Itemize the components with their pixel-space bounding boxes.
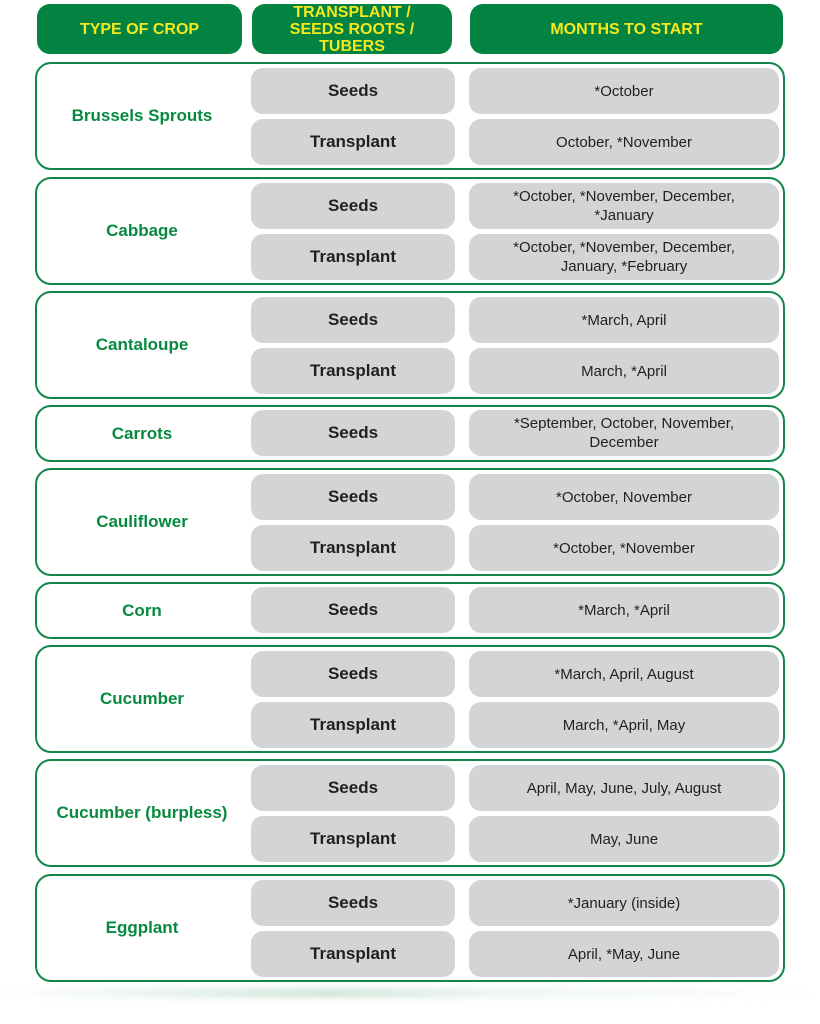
crop-group-corn: Corn Seeds *March, *April	[35, 582, 785, 639]
crop-name: Eggplant	[105, 918, 179, 937]
crop-group-cabbage: Cabbage Seeds *October, *November, Decem…	[35, 177, 785, 285]
table-row: Seeds *March, *April	[37, 587, 783, 634]
months-to-start: March, *April, May	[469, 702, 779, 748]
planting-type: Seeds	[251, 410, 455, 456]
header-transplant-seeds-label: TRANSPLANT / SEEDS ROOTS / TUBERS	[289, 3, 415, 55]
header-type-of-crop: TYPE OF CROP	[37, 4, 242, 54]
bottom-fade-decoration	[0, 988, 820, 998]
table-header: TYPE OF CROP TRANSPLANT / SEEDS ROOTS / …	[37, 3, 783, 55]
crop-group-cucumber: Cucumber Seeds *March, April, August Tra…	[35, 645, 785, 753]
crop-name: Cabbage	[106, 221, 178, 240]
crop-group-carrots: Carrots Seeds *September, October, Novem…	[35, 405, 785, 462]
table-row: Transplant *October, *November, December…	[37, 234, 783, 281]
planting-type: Seeds	[251, 297, 455, 343]
planting-type: Seeds	[251, 880, 455, 926]
months-to-start: *October, November	[469, 474, 779, 520]
table-row: Seeds *September, October, November, Dec…	[37, 410, 783, 457]
crop-group-brussels-sprouts: Brussels Sprouts Seeds *October Transpla…	[35, 62, 785, 170]
crop-name: Brussels Sprouts	[71, 106, 213, 125]
months-to-start: *March, *April	[469, 587, 779, 633]
planting-type: Seeds	[251, 183, 455, 229]
table-row: Seeds *January (inside)	[37, 880, 783, 927]
planting-type: Transplant	[251, 234, 455, 280]
crop-name: Cucumber (burpless)	[56, 803, 228, 822]
planting-type: Seeds	[251, 68, 455, 114]
planting-type: Transplant	[251, 931, 455, 977]
table-row: Transplant March, *April	[37, 348, 783, 395]
months-to-start: *March, April	[469, 297, 779, 343]
months-to-start: *October, *November, December, January, …	[469, 234, 779, 280]
crop-name: Corn	[122, 600, 162, 620]
crop-group-cantaloupe: Cantaloupe Seeds *March, April Transplan…	[35, 291, 785, 399]
crop-name: Cauliflower	[96, 512, 188, 531]
planting-type: Transplant	[251, 702, 455, 748]
months-to-start: *March, April, August	[469, 651, 779, 697]
months-to-start: *January (inside)	[469, 880, 779, 926]
months-to-start: May, June	[469, 816, 779, 862]
planting-type: Transplant	[251, 119, 455, 165]
planting-type: Seeds	[251, 474, 455, 520]
planting-type: Transplant	[251, 525, 455, 571]
header-transplant-seeds: TRANSPLANT / SEEDS ROOTS / TUBERS	[252, 3, 452, 55]
table-row: Transplant *October, *November	[37, 525, 783, 572]
table-row: Transplant May, June	[37, 816, 783, 863]
table-row: Transplant March, *April, May	[37, 702, 783, 749]
table-row: Seeds April, May, June, July, August	[37, 765, 783, 812]
planting-type: Seeds	[251, 587, 455, 633]
crop-group-eggplant: Eggplant Seeds *January (inside) Transpl…	[35, 874, 785, 982]
crop-group-cauliflower: Cauliflower Seeds *October, November Tra…	[35, 468, 785, 576]
months-to-start: March, *April	[469, 348, 779, 394]
table-row: Seeds *October, November	[37, 474, 783, 521]
table-row: Seeds *October, *November, December, *Ja…	[37, 183, 783, 230]
months-to-start: *October, *November, December, *January	[469, 183, 779, 229]
planting-type: Seeds	[251, 651, 455, 697]
months-to-start: *September, October, November, December	[469, 410, 779, 456]
table-row: Seeds *October	[37, 68, 783, 115]
table-row: Seeds *March, April, August	[37, 651, 783, 698]
months-to-start: April, *May, June	[469, 931, 779, 977]
planting-type: Transplant	[251, 348, 455, 394]
crop-name: Cantaloupe	[95, 335, 189, 354]
planting-type: Seeds	[251, 765, 455, 811]
months-to-start: April, May, June, July, August	[469, 765, 779, 811]
months-to-start: *October	[469, 68, 779, 114]
months-to-start: October, *November	[469, 119, 779, 165]
crop-name: Cucumber	[99, 689, 185, 708]
table-row: Transplant October, *November	[37, 119, 783, 166]
planting-type: Transplant	[251, 816, 455, 862]
table-row: Transplant April, *May, June	[37, 931, 783, 978]
table-row: Seeds *March, April	[37, 297, 783, 344]
header-months-to-start: MONTHS TO START	[470, 4, 783, 54]
months-to-start: *October, *November	[469, 525, 779, 571]
crop-group-cucumber-burpless: Cucumber (burpless) Seeds April, May, Ju…	[35, 759, 785, 867]
crop-name: Carrots	[111, 423, 173, 443]
